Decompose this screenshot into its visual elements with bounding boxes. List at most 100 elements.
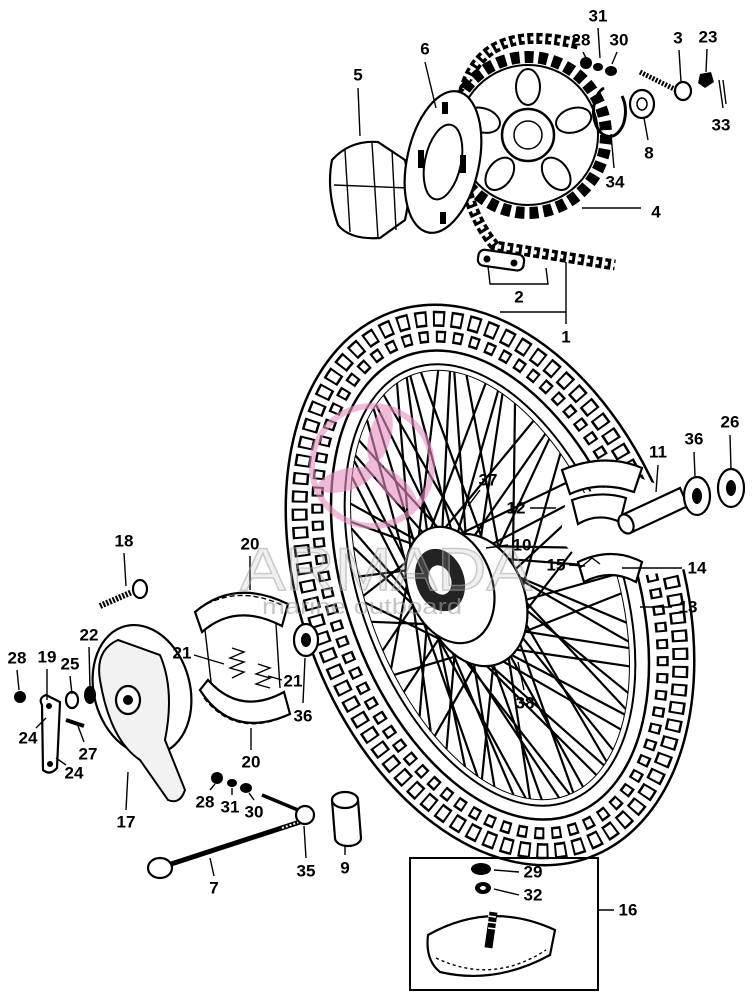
spacer-9 [330, 790, 363, 848]
bearing-26 [716, 467, 746, 509]
nut-28-left [14, 691, 26, 703]
callout-27: 27 [79, 745, 98, 764]
callout-5: 5 [353, 66, 362, 85]
circlip-34 [591, 86, 627, 138]
chain-1 [454, 32, 616, 271]
brake-shoe-lower [198, 678, 292, 724]
damper-rubber-5 [328, 140, 410, 240]
callout-35: 35 [297, 862, 316, 881]
adjuster-plate [294, 804, 316, 826]
sprocket-hole [515, 68, 541, 106]
callout-34: 34 [606, 173, 625, 192]
plate-slot [418, 150, 424, 168]
stud-head [131, 578, 149, 600]
washer-31-top [593, 63, 603, 71]
brake-shoe-web [204, 623, 281, 691]
callout-3: 3 [673, 29, 682, 48]
nut-30-bottom [240, 783, 252, 793]
callout-28: 28 [8, 649, 27, 668]
bearing-26-bore [726, 480, 736, 496]
tube-flap-15 [579, 557, 601, 569]
watermark-logo-blade [367, 408, 393, 464]
bearing-36-bore [692, 488, 702, 504]
spacer-8 [628, 88, 656, 120]
brake-shoe-upper [193, 591, 290, 634]
wheel-hub [404, 525, 529, 668]
brake-shoe-upper-lining [199, 594, 285, 609]
tire-cut-end-upper [560, 459, 644, 496]
spacer-36-left-bore [301, 633, 311, 647]
callout-19: 19 [38, 648, 57, 667]
watermark-logo [309, 403, 435, 529]
nut-23 [698, 72, 714, 88]
brake-arm-hole [47, 761, 53, 767]
callout-14: 14 [688, 559, 707, 578]
watermark: ARMADA marine outboard [239, 403, 533, 619]
brake-cam-shaft [123, 695, 133, 705]
callout-15: 15 [547, 556, 566, 575]
axle-7 [146, 819, 303, 880]
washer-31-bottom [227, 779, 237, 787]
chain-joint-pin [510, 259, 518, 267]
chain-joint-pin [483, 255, 491, 263]
axle-shaft [164, 819, 301, 869]
nut-30-top [605, 66, 617, 76]
callout-31: 31 [221, 798, 240, 817]
brake-shoe-lower-lining [203, 697, 287, 725]
callout-16: 16 [619, 901, 638, 920]
callout-20: 20 [241, 535, 260, 554]
wheel-spokes [350, 370, 630, 801]
chain-links-inner [457, 36, 616, 267]
chain-joint-2 [476, 248, 526, 272]
sprocket-plate-6 [403, 90, 483, 234]
plate-slot [442, 102, 448, 114]
adjuster-bolt [261, 793, 299, 812]
callout-labels: 31 28 30 3 23 6 5 33 8 34 4 2 1 11 36 26… [8, 7, 740, 920]
damper-body [328, 140, 410, 240]
seal-22 [84, 686, 96, 704]
callout-28: 28 [196, 793, 215, 812]
brake-panel-17 [91, 623, 193, 803]
valve-stem-thread [487, 915, 497, 930]
watermark-logo-blade [374, 466, 418, 510]
axle-head [146, 856, 174, 880]
valve-nut-32-bore [480, 886, 486, 890]
callout-17: 17 [117, 813, 136, 832]
brake-stud-18 [98, 578, 149, 609]
stud-shaft [98, 589, 134, 609]
plate-slot [460, 155, 466, 173]
hub-bore [428, 565, 452, 595]
watermark-logo-hub [365, 459, 383, 477]
callout-1: 1 [561, 328, 570, 347]
bolt-27 [65, 718, 85, 728]
cotter-pin-33 [718, 79, 727, 109]
brake-panel-housing [98, 638, 187, 803]
bolt-shaft [638, 69, 678, 93]
callout-28: 28 [572, 31, 591, 50]
adjuster-bolt-3 [638, 69, 693, 102]
callout-33: 33 [712, 116, 731, 135]
callout-31: 31 [589, 7, 608, 26]
valve-nut-29 [471, 863, 491, 875]
callout-21: 21 [173, 644, 192, 663]
bearing-36-right [682, 475, 712, 517]
plate-slot [440, 212, 446, 224]
callout-2: 2 [514, 288, 523, 307]
leader-lines [16, 27, 732, 911]
callout-23: 23 [699, 28, 718, 47]
brake-arm-19 [39, 693, 62, 774]
spacer-9-body [330, 799, 363, 848]
callout-37: 37 [479, 471, 498, 490]
sleeve-end [617, 513, 635, 535]
sprocket-hole [484, 156, 516, 191]
callout-38: 38 [516, 694, 535, 713]
callout-12: 12 [507, 499, 526, 518]
callout-8: 8 [644, 144, 653, 163]
callout-29: 29 [524, 863, 543, 882]
watermark-logo-blade [317, 467, 373, 493]
callout-36: 36 [294, 707, 313, 726]
sprocket-bore [513, 120, 543, 150]
callout-24: 24 [65, 764, 84, 783]
callout-24: 24 [19, 729, 38, 748]
